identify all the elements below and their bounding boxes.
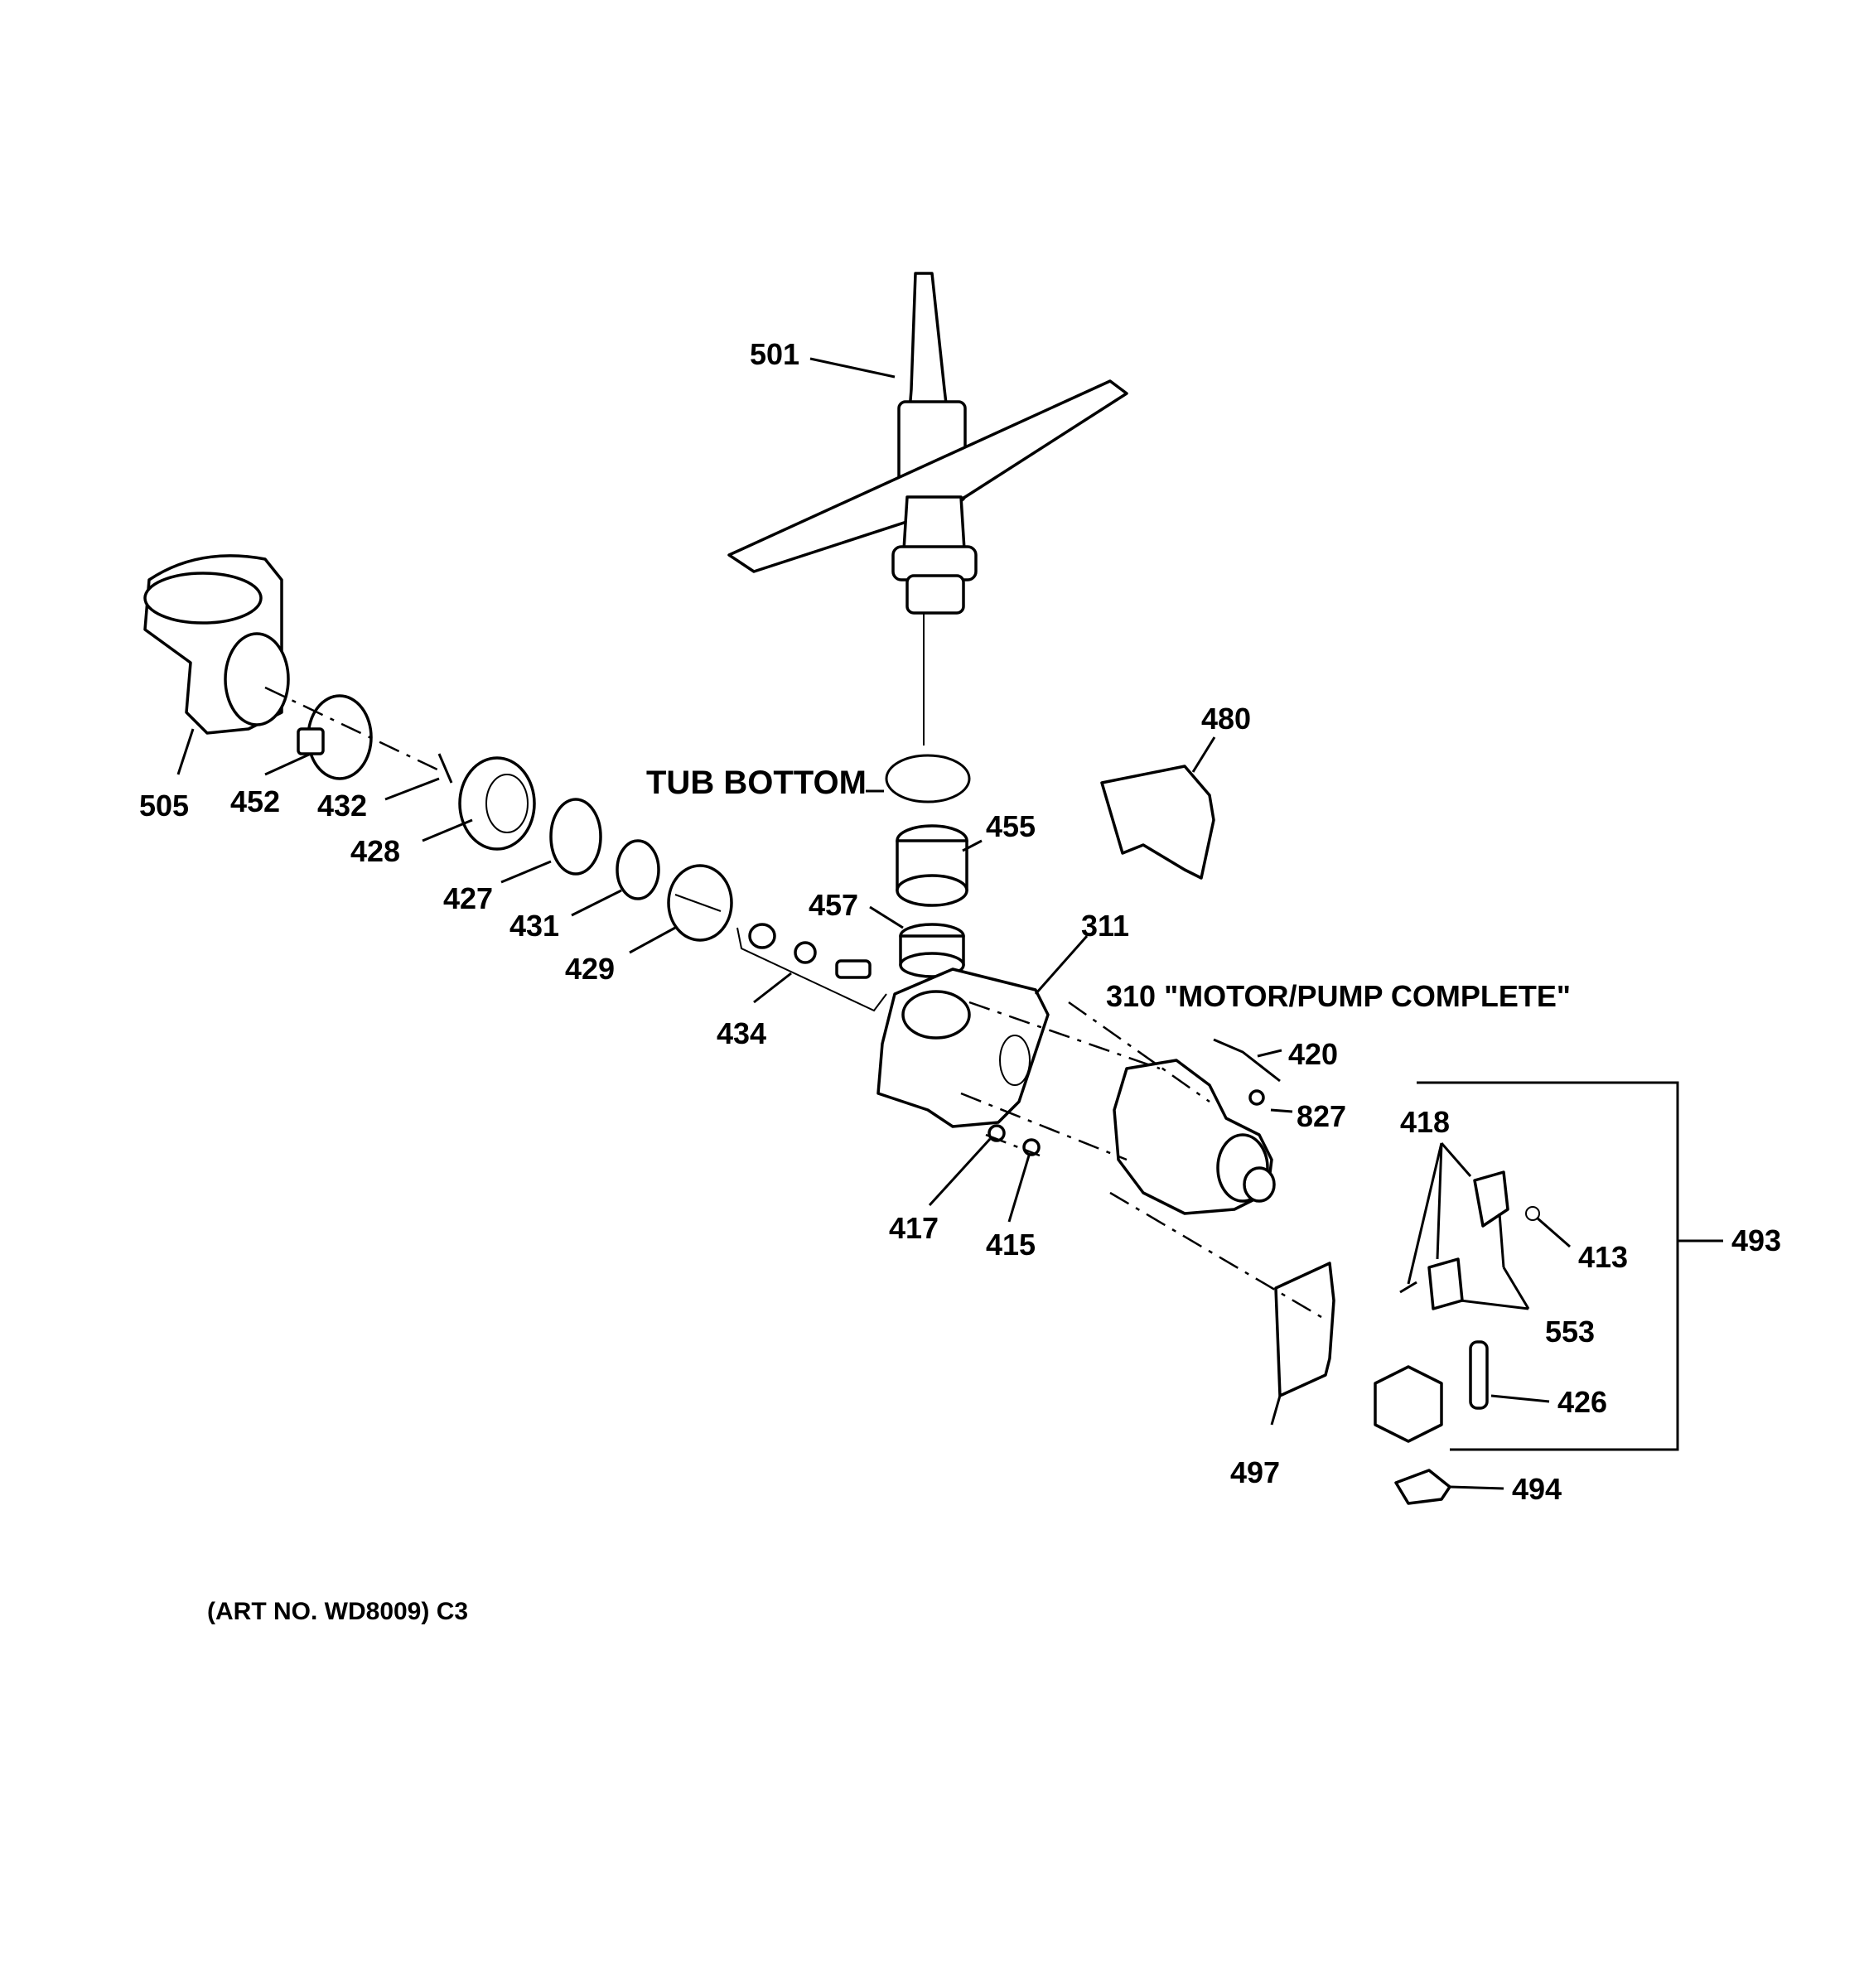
callout-494: 494 (1512, 1472, 1562, 1506)
callout-827: 827 (1297, 1099, 1346, 1133)
callout-457: 457 (809, 888, 858, 922)
coupling-455 (896, 824, 968, 907)
callout-497: 497 (1230, 1455, 1280, 1489)
bracket-497 (1274, 1262, 1335, 1397)
callout-501: 501 (750, 337, 799, 371)
assembly-line-4 (985, 1133, 1041, 1157)
callout-413: 413 (1578, 1240, 1628, 1274)
screw-432 (437, 753, 453, 784)
callout-311: 311 (1081, 909, 1129, 943)
ring-427 (549, 798, 602, 876)
screw-827 (1248, 1089, 1265, 1106)
tub-bottom-label: TUB BOTTOM (646, 765, 867, 801)
assembly-line-5 (264, 686, 440, 772)
callout-455: 455 (986, 809, 1036, 843)
callout-429: 429 (565, 952, 615, 986)
callout-452: 452 (230, 784, 280, 818)
callout-415: 415 (986, 1228, 1036, 1262)
cover-480 (1100, 765, 1215, 880)
callout-480: 480 (1201, 702, 1251, 736)
art-number-note: (ART NO. WD8009) C3 (207, 1598, 468, 1625)
callout-418: 418 (1400, 1105, 1450, 1139)
spray-arm-501 (727, 272, 1128, 746)
hardware-434 (736, 923, 887, 1012)
group-493-bracket (1417, 1081, 1679, 1451)
callout-417: 417 (889, 1211, 939, 1245)
callout-426: 426 (1557, 1385, 1607, 1419)
assembly-line-6 (1068, 1001, 1210, 1103)
tub-bottom-ring (885, 754, 971, 803)
sump-505 (143, 554, 290, 735)
callout-431: 431 (509, 909, 559, 943)
callout-432: 432 (317, 789, 367, 823)
leader-lines (176, 357, 1571, 1490)
callout-420: 420 (1288, 1037, 1338, 1071)
wire-420 (1213, 1038, 1281, 1083)
motor-310 (1113, 1059, 1276, 1215)
seal-431 (616, 839, 660, 900)
callout-505: 505 (139, 789, 189, 823)
assembly-line-2 (960, 1092, 1128, 1161)
assembly-line-1 (968, 1001, 1161, 1070)
motor-pump-complete-label: 310 "MOTOR/PUMP COMPLETE" (1106, 979, 1571, 1013)
filter-428 (458, 756, 536, 851)
switch-group-493 (1399, 1170, 1540, 1310)
callout-434: 434 (717, 1016, 766, 1050)
float-494 (1374, 1365, 1451, 1505)
callout-553: 553 (1545, 1315, 1595, 1349)
callout-427: 427 (443, 881, 493, 915)
pump-housing-311 (876, 967, 1050, 1128)
callout-493: 493 (1731, 1223, 1781, 1257)
impeller-429 (667, 864, 733, 942)
pin-426 (1469, 1340, 1489, 1410)
callout-428: 428 (350, 834, 400, 868)
